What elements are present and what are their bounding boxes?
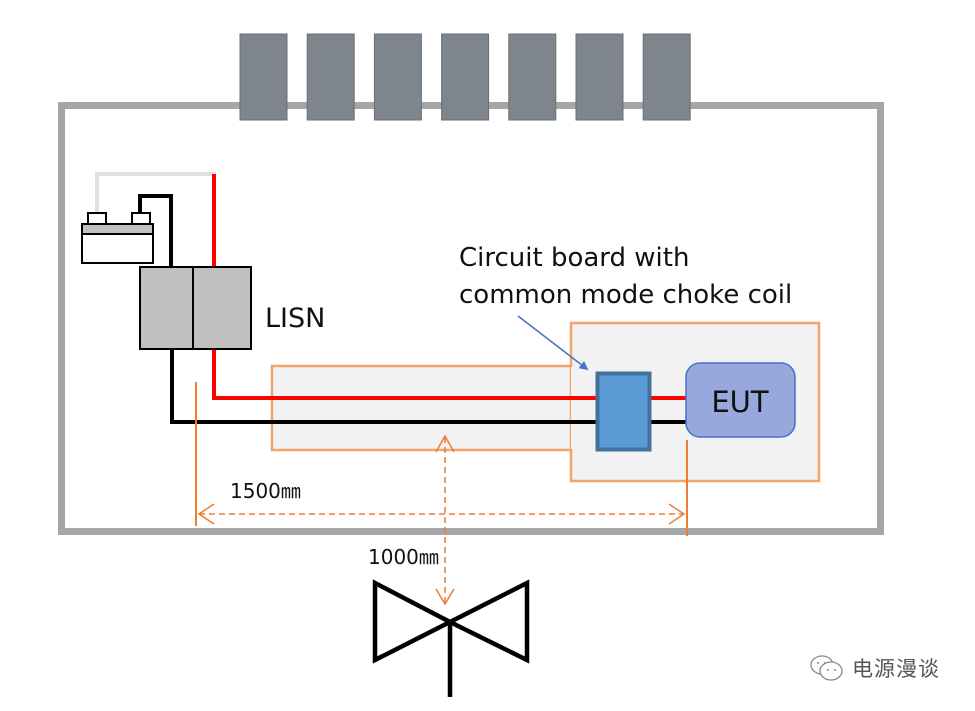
- callout-line-1: Circuit board with: [459, 243, 689, 273]
- antenna-icon: [372, 579, 530, 697]
- battery-icon: [81, 212, 154, 264]
- red-wire-harness: [212, 349, 600, 400]
- absorber: [239, 33, 288, 121]
- callout-line-2: common mode choke coil: [459, 280, 792, 310]
- absorber: [306, 33, 355, 121]
- black-wire-harness: [170, 349, 600, 424]
- absorber-row: [239, 33, 691, 121]
- cable-harness-table: [270, 364, 574, 452]
- black-wire-battery: [138, 194, 173, 267]
- dimension-1500: [197, 503, 686, 525]
- absorber: [575, 33, 624, 121]
- wechat-icon: [810, 655, 843, 681]
- dimension-1000: [435, 434, 455, 606]
- eut-label: EUT: [711, 385, 769, 419]
- lisn-box: [139, 266, 252, 350]
- lisn-label: LISN: [265, 303, 325, 334]
- watermark-text: 电源漫谈: [852, 657, 940, 681]
- absorber: [642, 33, 691, 121]
- absorber: [373, 33, 422, 121]
- ground-wire: [95, 172, 216, 212]
- watermark: 电源漫谈: [808, 652, 940, 684]
- dimension-1500-label: 1500㎜: [230, 479, 301, 503]
- dimension-1000-label: 1000㎜: [368, 545, 439, 569]
- absorber: [441, 33, 490, 121]
- absorber: [508, 33, 557, 121]
- callout-arrow: [517, 315, 589, 371]
- common-mode-choke-board: [595, 371, 652, 452]
- eut-box: [685, 362, 796, 438]
